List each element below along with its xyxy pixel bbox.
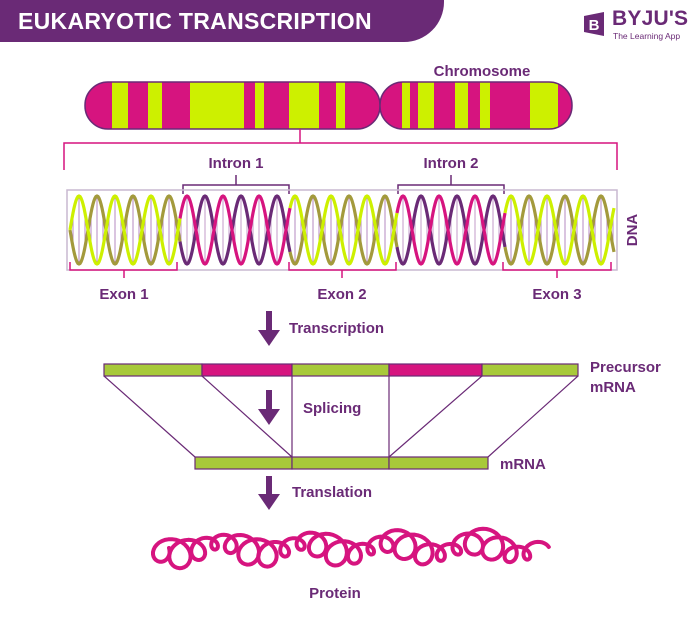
mrna-label: mRNA (500, 456, 546, 473)
precursor-mrna-label-line1: Precursor (590, 359, 661, 376)
protein-label: Protein (309, 585, 361, 602)
protein-coil-icon (151, 526, 551, 571)
brand-logo: B BYJU'S The Learning App (580, 6, 692, 46)
translation-label: Translation (292, 484, 372, 501)
dna-double-helix (68, 194, 616, 266)
splicing-arrow-icon (258, 390, 280, 425)
exon-3-label: Exon 3 (532, 286, 581, 303)
intron-1-label: Intron 1 (209, 155, 264, 172)
transcription-label: Transcription (289, 320, 384, 337)
intron-strand (178, 194, 292, 266)
splicing-label: Splicing (303, 400, 361, 417)
intron-2-label: Intron 2 (424, 155, 479, 172)
exon-brackets (69, 262, 612, 278)
precursor-mrna-bar (103, 363, 579, 377)
exon-2-label: Exon 2 (317, 286, 366, 303)
translation-arrow-icon (258, 476, 280, 510)
intron-strand (178, 194, 292, 266)
dna-label: DNA (624, 214, 641, 247)
exon-strand (503, 194, 616, 266)
intron-strand (395, 194, 507, 266)
zoom-bracket (63, 129, 618, 170)
logo-mark-letter: B (589, 17, 600, 34)
page-title: EUKARYOTIC TRANSCRIPTION (18, 8, 372, 34)
mature-mrna-bar (194, 456, 489, 470)
transcription-arrow-icon (258, 311, 280, 346)
intron-brackets (182, 175, 505, 194)
chromosome-label: Chromosome (434, 63, 531, 80)
logo-tagline: The Learning App (613, 31, 681, 41)
exon-1-label: Exon 1 (99, 286, 148, 303)
chromosome (84, 81, 573, 130)
exon-strand (288, 194, 399, 266)
logo-mark-icon: B (584, 12, 604, 36)
title-banner: EUKARYOTIC TRANSCRIPTION (0, 0, 444, 42)
logo-name: BYJU'S (612, 7, 689, 30)
intron-strand (395, 194, 507, 266)
splicing-lines (103, 375, 579, 458)
exon-strand (503, 194, 616, 266)
exon-strand (288, 194, 399, 266)
exon-strand (68, 194, 182, 266)
precursor-mrna-label-line2: mRNA (590, 379, 636, 396)
